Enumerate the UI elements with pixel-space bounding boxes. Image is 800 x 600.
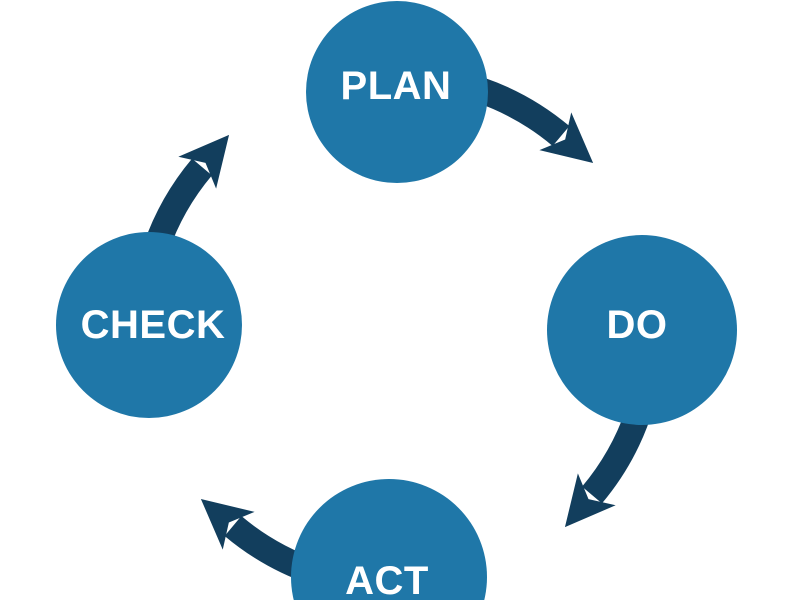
node-do: DO <box>547 235 737 425</box>
node-check: CHECK <box>56 232 242 418</box>
do-circle <box>547 235 737 425</box>
plan-circle <box>306 1 488 183</box>
arrow-do-to-act <box>564 409 651 528</box>
node-plan: PLAN <box>306 1 488 183</box>
node-act: ACT <box>291 479 487 600</box>
check-circle <box>56 232 242 418</box>
arrow-plan-to-do <box>475 77 594 164</box>
act-label: ACT <box>345 559 429 600</box>
plan-label: PLAN <box>341 64 452 108</box>
do-label: DO <box>607 303 668 347</box>
check-label: CHECK <box>81 303 226 347</box>
act-circle <box>291 479 487 600</box>
